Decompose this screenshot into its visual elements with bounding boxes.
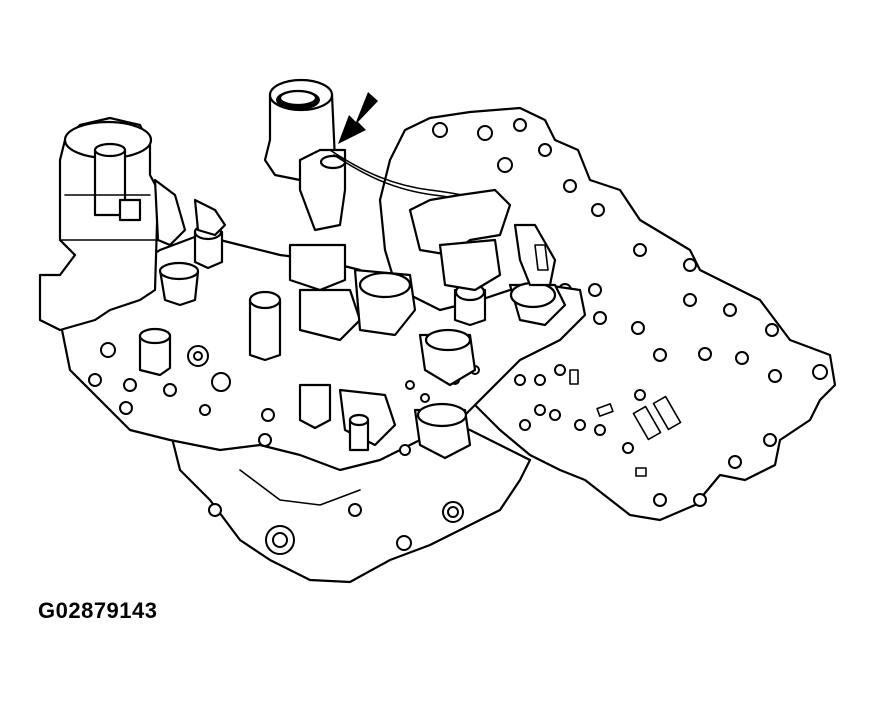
callout-arrow-icon bbox=[338, 92, 378, 144]
left-solenoid bbox=[38, 116, 227, 332]
plate-hole bbox=[432, 118, 828, 507]
valve-bosses bbox=[138, 223, 567, 460]
figure-id-label: G02879143 bbox=[38, 598, 158, 623]
shift-solenoid bbox=[263, 78, 557, 292]
